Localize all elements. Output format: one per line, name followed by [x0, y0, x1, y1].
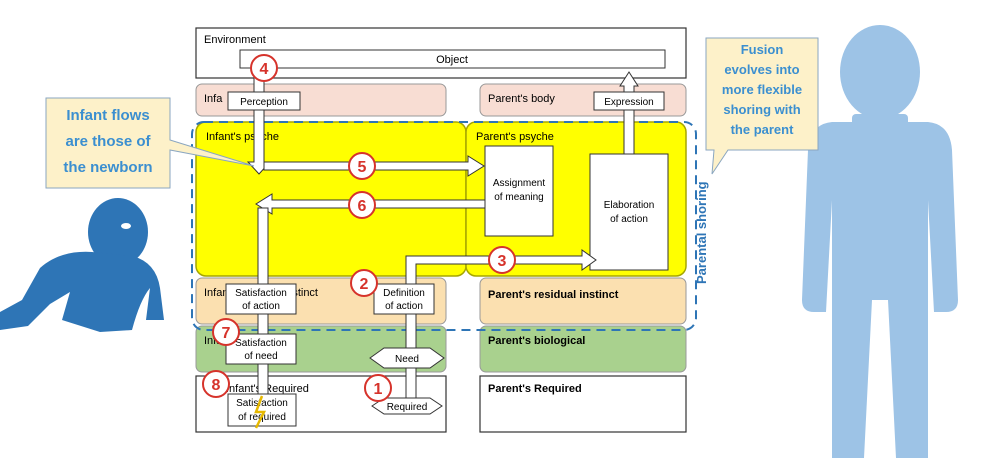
svg-text:7: 7 [222, 325, 231, 342]
step-8-marker: 8 [202, 370, 230, 398]
fusion-callout-line2: evolves into [724, 62, 799, 77]
object-box [239, 49, 666, 69]
fusion-callout-line4: shoring with [723, 102, 800, 117]
parental-shoring-region [191, 121, 697, 331]
parent-psyche-label: Parent's psyche [476, 131, 554, 143]
arrow-required-to-need [405, 365, 417, 399]
svg-text:6: 6 [358, 198, 367, 215]
environment-label: Environment [204, 34, 266, 46]
step-4-marker: 4 [250, 54, 278, 82]
elaboration-line2: of action [610, 214, 648, 225]
expression-label: Expression [604, 97, 653, 108]
parent-biological-box [479, 325, 687, 373]
fusion-callout-line3: more flexible [722, 82, 802, 97]
step-1-marker: 1 [364, 374, 392, 402]
step-6-marker: 6 [348, 191, 376, 219]
assignment-of-meaning-box [484, 145, 554, 237]
infant-psyche-box [195, 121, 467, 277]
broken-link-icon [254, 395, 267, 429]
parent-residual-box [479, 277, 687, 325]
svg-text:2: 2 [360, 276, 369, 293]
assignment-line1: Assignment [493, 178, 545, 189]
step-2-marker: 2 [350, 269, 378, 297]
fusion-callout-line1: Fusion [741, 42, 784, 57]
infant-callout-line1: Infant flows [66, 107, 149, 124]
need-shape [369, 347, 445, 369]
perception-label: Perception [240, 97, 288, 108]
elaboration-line1: Elaboration [604, 200, 655, 211]
infant-callout-line2: are those of [65, 133, 151, 150]
infant-callout-line3: the newborn [63, 159, 152, 176]
fusion-callout: Fusion evolves into more flexible shorin… [705, 37, 819, 175]
parent-body-label: Parent's body [488, 93, 555, 105]
elaboration-of-action-box [589, 153, 669, 271]
object-label: Object [436, 54, 468, 66]
satisfaction-action-line1: Satisfaction [235, 288, 287, 299]
satisfaction-need-line2: of need [244, 351, 277, 362]
svg-text:4: 4 [260, 61, 269, 78]
definition-of-action-box [373, 283, 435, 315]
parent-residual-label: Parent's residual instinct [488, 289, 619, 301]
expression-box [593, 91, 665, 111]
step-5-marker: 5 [348, 152, 376, 180]
infant-body-label: Infa [204, 93, 223, 105]
svg-text:8: 8 [212, 377, 221, 394]
required-label: Required [387, 402, 428, 413]
fusion-callout-line5: the parent [731, 122, 795, 137]
parental-shoring-label: Parental shoring [694, 181, 709, 284]
svg-text:5: 5 [358, 159, 367, 176]
definition-action-line2: of action [385, 301, 423, 312]
definition-action-line1: Definition [383, 288, 425, 299]
need-label: Need [395, 354, 419, 365]
infant-flows-callout: Infant flows are those of the newborn [45, 97, 255, 189]
step-markers: 4 5 6 3 2 7 8 1 [202, 54, 516, 402]
assignment-line2: of meaning [494, 192, 543, 203]
satisfaction-required-line1: Satisfaction [236, 398, 288, 409]
step-7-marker: 7 [212, 318, 240, 346]
step-3-marker: 3 [488, 246, 516, 274]
satisfaction-action-line2: of action [242, 301, 280, 312]
svg-text:1: 1 [374, 381, 383, 398]
perception-box [227, 91, 301, 111]
satisfaction-need-line1: Satisfaction [235, 338, 287, 349]
parent-biological-label: Parent's biological [488, 335, 585, 347]
parent-required-box [479, 375, 687, 433]
infant-silhouette-icon [0, 198, 164, 332]
satisfaction-of-action-box [225, 283, 297, 315]
svg-text:3: 3 [498, 253, 507, 270]
parent-silhouette-icon [802, 25, 958, 458]
infant-psyche-label: Infant's psyche [206, 131, 279, 143]
parent-required-label: Parent's Required [488, 383, 582, 395]
